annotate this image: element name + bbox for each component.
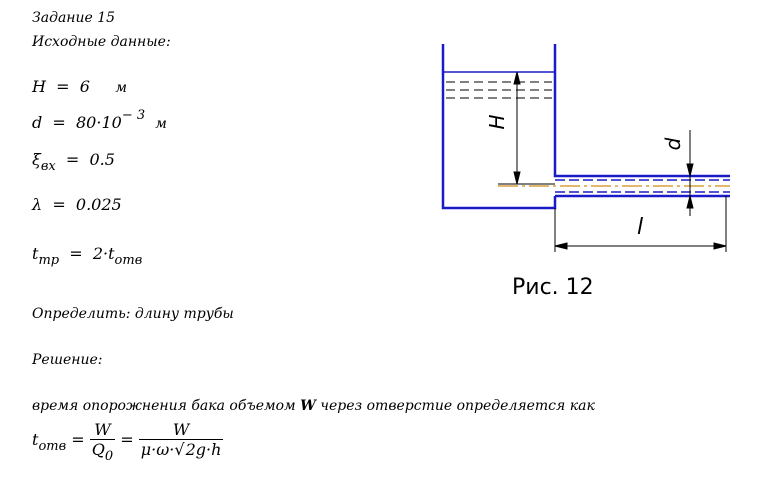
fraction-2-numerator: W: [172, 420, 190, 439]
given-H: H = 6 м: [32, 77, 127, 96]
fraction-2-denominator: μ·ω·√2g·h: [138, 439, 224, 459]
formula: tотв = W Q0 = W μ·ω·√2g·h: [32, 420, 224, 464]
solution-text-before: время опорожнения бака объемом: [32, 398, 296, 414]
d-symbol: d: [32, 113, 43, 132]
solution-label: Решение:: [32, 352, 103, 368]
formula-lhs: t: [32, 430, 39, 449]
l-label: l: [637, 215, 643, 240]
formula-lhs-sub: отв: [38, 439, 67, 454]
task-title: Задание 15: [32, 10, 116, 26]
t-value-subscript: отв: [114, 253, 143, 268]
H-equals: =: [56, 77, 70, 96]
t-equals: =: [69, 244, 83, 263]
xi-symbol: ξ: [32, 150, 41, 169]
tank-pipe-figure: H d l: [441, 44, 730, 252]
water-hatch: [446, 81, 552, 99]
formula-eq1: =: [71, 430, 85, 449]
d-dimension: [686, 130, 694, 216]
xi-value: 0.5: [89, 150, 115, 169]
t-subscript: тр: [38, 253, 60, 268]
lambda-equals: =: [52, 195, 66, 214]
given-heading: Исходные данные:: [32, 34, 171, 50]
d-value: 80·10: [76, 113, 122, 132]
xi-equals: =: [65, 150, 80, 169]
d-unit: м: [155, 116, 167, 132]
fraction-1-numerator: W: [94, 420, 111, 439]
tank-outline: [441, 44, 557, 210]
given-xi: ξвх = 0.5: [32, 150, 115, 174]
fraction-1-den-sub: 0: [104, 449, 114, 464]
d-exponent: − 3: [121, 108, 146, 123]
given-d: d = 80·10− 3 м: [32, 108, 167, 132]
H-value: 6: [79, 77, 90, 96]
solution-text: время опорожнения бака объемом W через о…: [32, 398, 595, 414]
formula-fraction-2: W μ·ω·√2g·h: [138, 420, 224, 459]
d-label: d: [661, 137, 685, 150]
H-symbol: H: [32, 77, 46, 96]
H-unit: м: [115, 80, 127, 96]
l-dimension: [554, 196, 727, 252]
tank-right-wall: [553, 44, 730, 178]
fraction-1-denominator: Q0: [89, 439, 116, 464]
xi-subscript: вх: [40, 159, 56, 174]
task-text: Определить: длину трубы: [32, 306, 234, 322]
pipe-dash: [555, 179, 730, 193]
lambda-symbol: λ: [32, 195, 43, 214]
given-lambda: λ = 0.025: [32, 195, 122, 214]
sqrt-body: 2g·h: [184, 439, 222, 459]
formula-fraction-1: W Q0: [89, 420, 116, 464]
tank-walls: [441, 44, 730, 210]
lambda-value: 0.025: [75, 195, 122, 214]
formula-eq2: =: [120, 430, 134, 449]
t-value: 2·t: [92, 244, 115, 263]
solution-text-after: через отверстие определяется как: [320, 398, 595, 414]
t-symbol: t: [32, 244, 39, 263]
solution-text-W: W: [300, 398, 316, 414]
figure-caption: Рис. 12: [512, 275, 594, 300]
d-equals: =: [52, 113, 66, 132]
H-label: H: [485, 114, 509, 129]
given-t: tтр = 2·tотв: [32, 244, 142, 268]
H-dimension: [498, 71, 555, 185]
